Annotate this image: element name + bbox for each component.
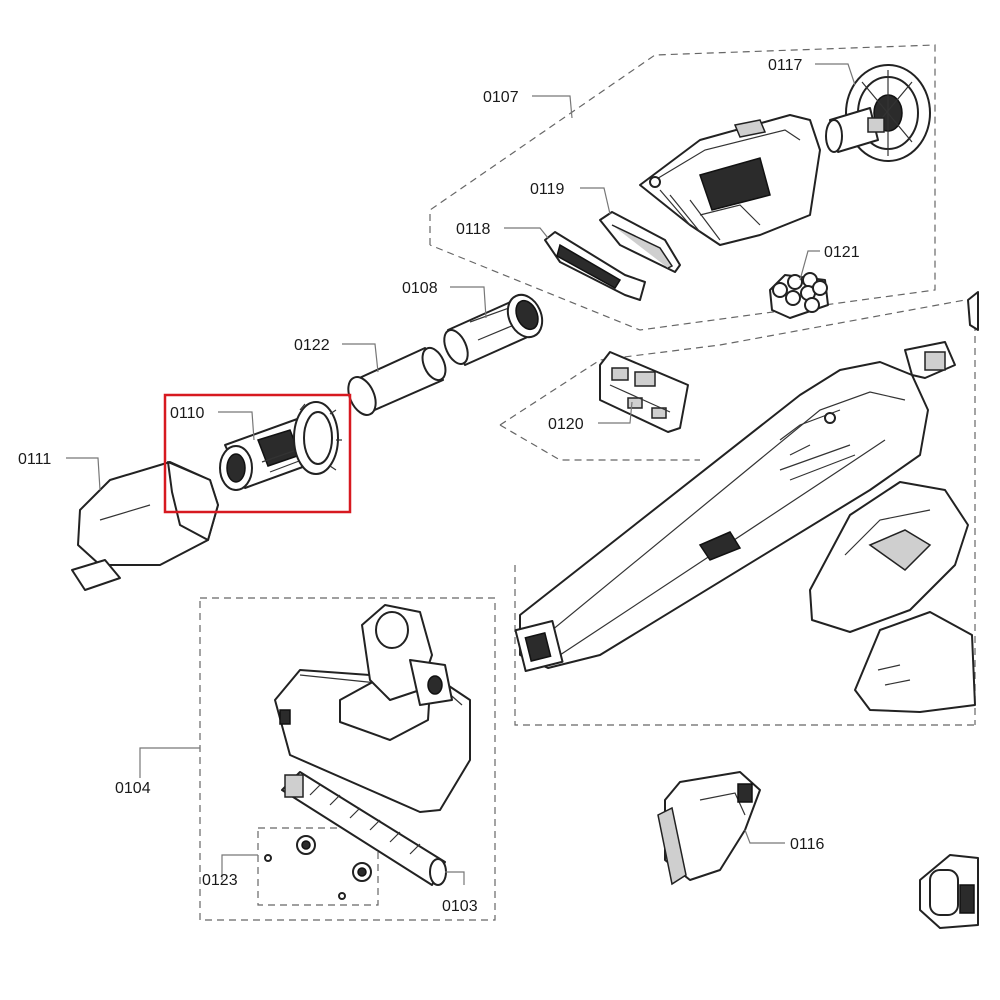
- plate-part-0119: [599, 211, 681, 273]
- label-0103: 0103: [442, 898, 478, 915]
- brush-roll-part-0103: [281, 771, 447, 886]
- label-0108: 0108: [402, 280, 438, 297]
- motor-part-0117: [825, 64, 931, 162]
- group-boundary-main-body: [514, 300, 976, 726]
- filter-sleeve-part-0122: [347, 346, 447, 416]
- leader-0118: [504, 227, 549, 239]
- side-panel-upper: [809, 481, 969, 633]
- small-parts-part-0123: [264, 835, 372, 900]
- leader-0103: [445, 871, 465, 885]
- floor-nozzle-part-0104: [274, 604, 471, 813]
- label-0118: 0118: [456, 221, 491, 238]
- group-boundary-0123: [257, 827, 379, 906]
- cover-part-0107: [639, 114, 821, 246]
- side-fragment-top-right: [967, 291, 979, 331]
- filter-tube-part-0108: [443, 293, 544, 366]
- battery-cells-part-0121: [769, 272, 829, 319]
- label-0107: 0107: [483, 89, 519, 106]
- group-boundary-0120: [499, 299, 966, 461]
- label-0122: 0122: [294, 337, 330, 354]
- handle-fragment-bottom-right: [919, 854, 979, 929]
- leader-0104: [139, 747, 200, 778]
- leader-0117: [815, 63, 856, 86]
- leader-0108: [450, 286, 487, 319]
- leader-0120: [598, 401, 633, 424]
- label-0120: 0120: [548, 416, 584, 433]
- leader-0122: [342, 343, 379, 373]
- leader-0119: [580, 187, 611, 215]
- label-0117: 0117: [768, 57, 803, 74]
- leader-0107: [532, 95, 573, 119]
- leader-0121: [799, 250, 820, 281]
- leader-lines: [66, 63, 856, 885]
- leader-0123: [221, 854, 258, 880]
- circuit-board-part-0120: [599, 351, 689, 433]
- leader-0111: [66, 457, 101, 491]
- label-0123: 0123: [202, 872, 238, 889]
- group-boundary-0107: [429, 44, 936, 331]
- leader-0110: [218, 411, 255, 441]
- side-panel-lower: [854, 611, 976, 713]
- label-0121: 0121: [824, 244, 860, 261]
- label-0119: 0119: [530, 181, 565, 198]
- brush-module-part-0116: [657, 771, 761, 886]
- bracket-part-0118: [544, 231, 646, 301]
- group-boundary-0104: [199, 597, 496, 921]
- part-labels: 0117 0107 0119 0118 0121 0108 0122 0110 …: [18, 57, 860, 915]
- label-0111: 0111: [18, 451, 51, 468]
- cyclone-filter-part-0110: [219, 401, 342, 491]
- label-0104: 0104: [115, 780, 151, 797]
- leader-0116: [744, 829, 785, 844]
- label-0110: 0110: [170, 405, 205, 422]
- highlight-box-0110: [163, 393, 352, 514]
- dust-container-part-0111: [71, 461, 219, 591]
- label-0116: 0116: [790, 836, 825, 853]
- main-body-part: [514, 341, 956, 672]
